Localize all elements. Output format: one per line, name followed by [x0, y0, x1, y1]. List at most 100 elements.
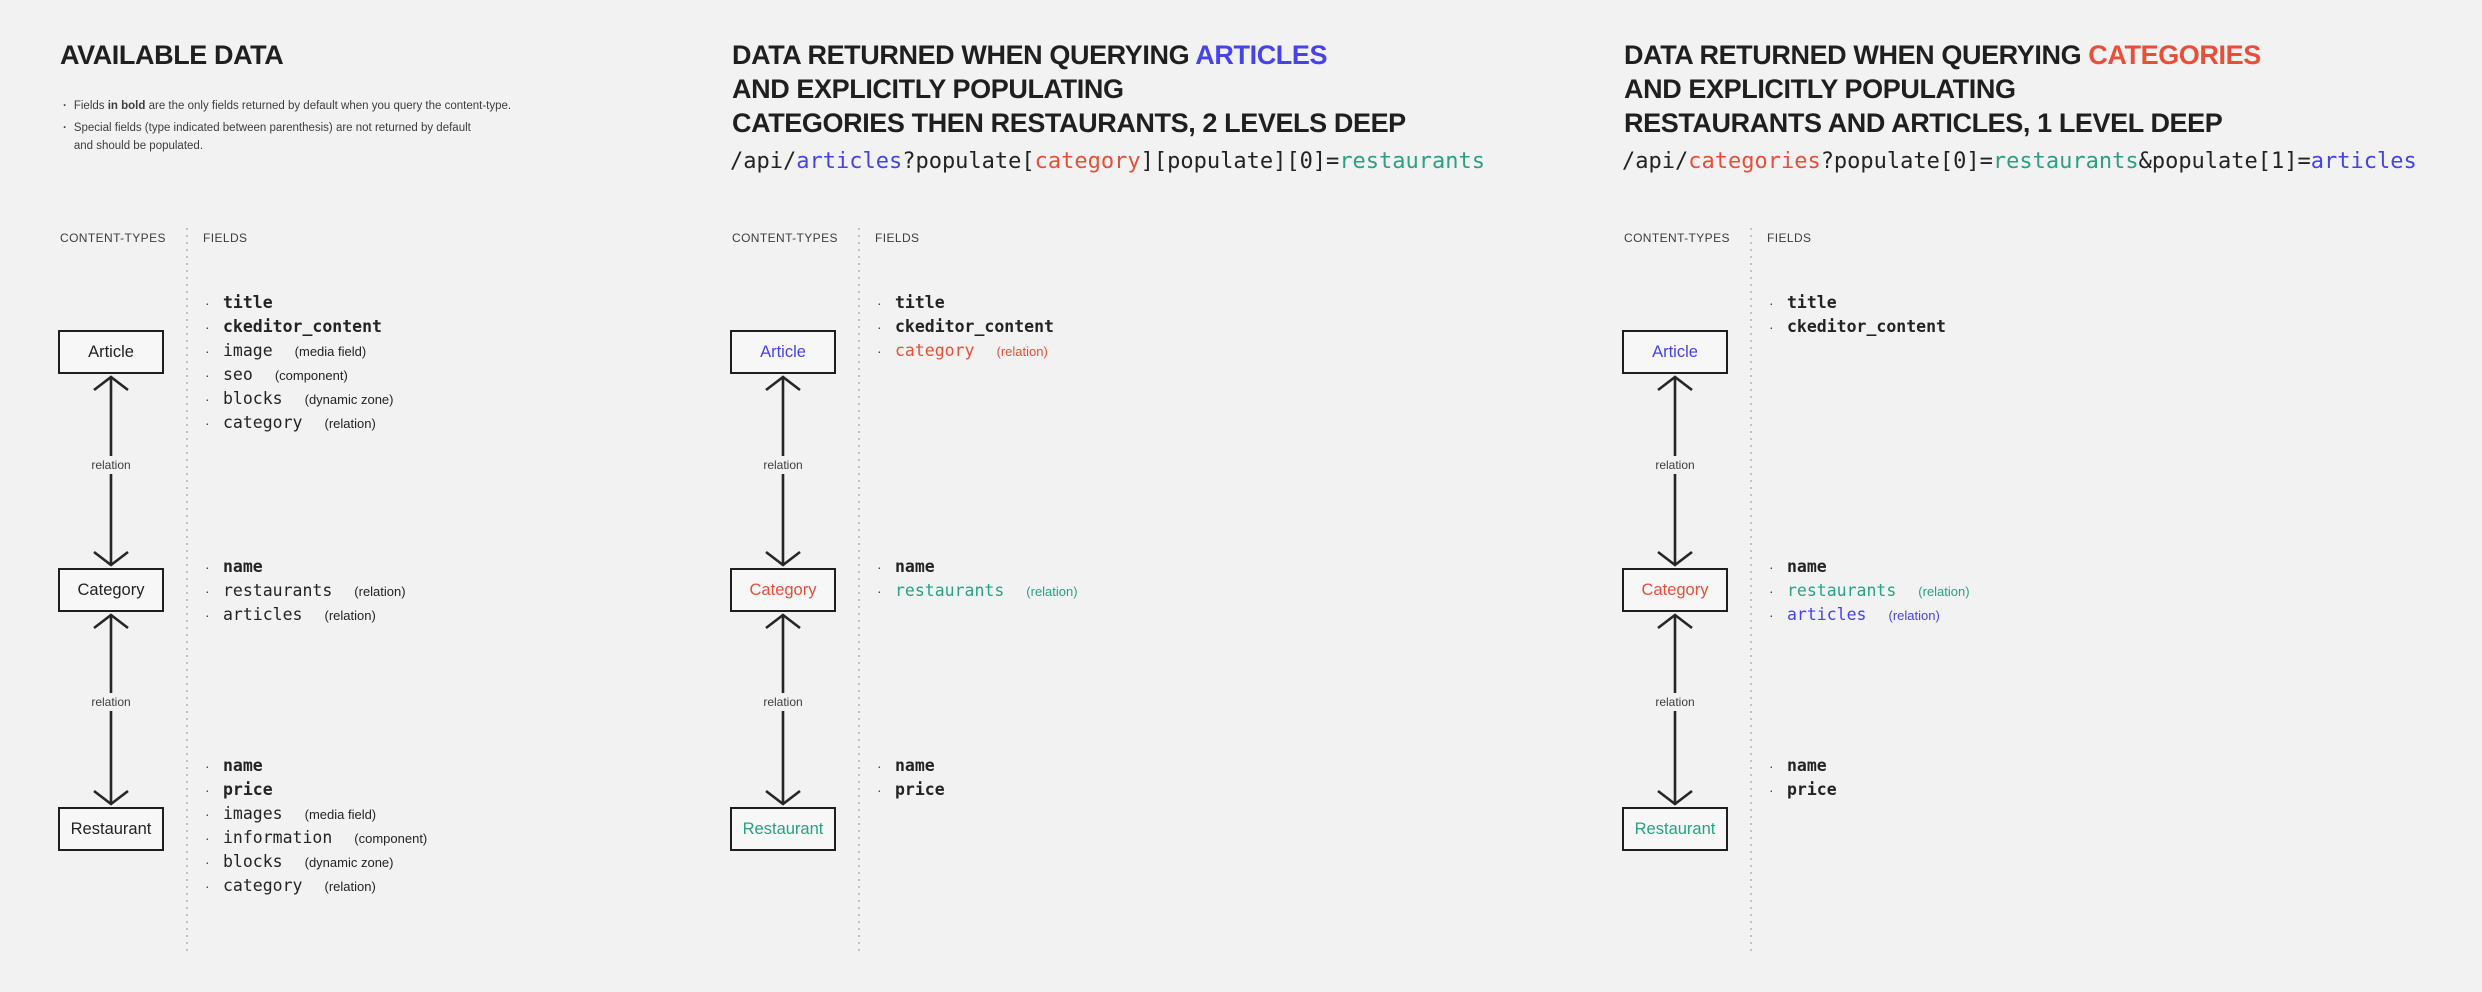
heading-text: AND EXPLICITLY POPULATING — [732, 74, 1124, 104]
content-type-name: Restaurant — [1634, 819, 1716, 838]
note-segment: Fields — [73, 100, 108, 112]
bullet-icon — [63, 119, 67, 155]
field-name: blocks — [223, 852, 283, 871]
field-item: restaurants(relation) — [1769, 579, 1970, 603]
arrowhead-up-icon — [765, 613, 801, 630]
field-name: restaurants — [1787, 581, 1897, 600]
heading-text: CATEGORIES THEN RESTAURANTS, 2 LEVELS DE… — [732, 108, 1406, 138]
content-type-box: Restaurant — [58, 807, 164, 851]
field-name: restaurants — [223, 581, 333, 600]
bullet-icon — [1769, 555, 1778, 579]
field-item: blocks(dynamic zone) — [205, 850, 427, 874]
bullet-icon — [205, 387, 214, 411]
content-type-name: Article — [760, 342, 806, 361]
panel-3: DATA RETURNED WHEN QUERYING CATEGORIES AN… — [1622, 0, 2417, 992]
field-name: ckeditor_content — [223, 317, 382, 336]
field-item: information (component) — [205, 826, 427, 850]
api-url-segment: /api/ — [730, 149, 797, 174]
content-type-name: Restaurant — [70, 819, 152, 838]
arrowhead-down-icon — [765, 789, 801, 806]
bullet-icon — [877, 754, 886, 778]
arrowhead-down-icon — [1657, 550, 1693, 567]
field-name: ckeditor_content — [1787, 317, 1946, 336]
field-name: title — [1787, 293, 1837, 312]
field-type: (relation) — [324, 416, 376, 431]
bullet-icon — [1769, 603, 1778, 627]
heading-text: CATEGORIES — [2088, 40, 2261, 70]
field-item: image(media field) — [205, 339, 393, 363]
relation-label: relation — [1650, 693, 1700, 711]
field-item: images (media field) — [205, 802, 427, 826]
field-name: restaurants — [895, 581, 1005, 600]
field-item: restaurants (relation) — [205, 579, 406, 603]
api-url-segment: &populate[1]= — [2138, 149, 2311, 174]
panel-heading: DATA RETURNED WHEN QUERYING CATEGORIES AN… — [1624, 38, 2261, 140]
field-item: name — [1769, 555, 1970, 579]
content-type-box: Category — [58, 568, 164, 612]
field-item: articles(relation) — [205, 603, 406, 627]
api-url-segment: categories — [1688, 149, 1821, 174]
bullet-icon — [205, 826, 214, 850]
heading-line: AND EXPLICITLY POPULATING — [1624, 72, 2261, 106]
field-name: name — [895, 756, 935, 775]
field-name: category — [223, 413, 303, 432]
bullet-icon — [1769, 754, 1778, 778]
field-type: (media field) — [304, 807, 377, 822]
field-type: (relation) — [324, 879, 376, 894]
note-text: Fields in bold are the only fields retur… — [74, 97, 511, 115]
relation-label: relation — [1650, 456, 1700, 474]
field-name: price — [895, 780, 945, 799]
relation-label: relation — [86, 456, 136, 474]
field-name: images — [223, 804, 283, 823]
bullet-icon — [205, 411, 214, 435]
field-item: name — [877, 555, 1078, 579]
heading-text: DATA RETURNED WHEN QUERYING — [1624, 40, 2089, 70]
column-divider — [186, 228, 188, 956]
content-type-box: Article — [58, 330, 164, 374]
arrowhead-up-icon — [93, 613, 129, 630]
field-type: (component) — [354, 831, 428, 846]
content-types-label: CONTENT-TYPES — [732, 231, 838, 245]
content-type-box: Article — [730, 330, 836, 374]
content-type-name: Category — [77, 580, 145, 599]
field-name: name — [223, 756, 263, 775]
api-url-segment: articles — [2310, 149, 2417, 174]
heading-text: AVAILABLE DATA — [60, 40, 284, 70]
note-segment: Special fields (type indicated between p… — [73, 122, 471, 152]
arrowhead-up-icon — [1657, 613, 1693, 630]
field-item: category(relation) — [877, 339, 1054, 363]
column-divider — [1750, 228, 1752, 956]
heading-text: AND EXPLICITLY POPULATING — [1624, 74, 2016, 104]
field-item: category(relation) — [205, 874, 427, 898]
field-item: ckeditor_content — [877, 315, 1054, 339]
bullet-icon — [877, 339, 886, 363]
field-name: category — [895, 341, 975, 360]
bullet-icon — [205, 555, 214, 579]
field-item: title — [1769, 291, 1946, 315]
bullet-icon — [205, 778, 214, 802]
bullet-icon — [205, 339, 214, 363]
field-item: seo(component) — [205, 363, 393, 387]
field-type: (dynamic zone) — [304, 392, 394, 407]
field-type: (relation) — [354, 584, 406, 599]
content-type-name: Category — [749, 580, 817, 599]
field-list: namerestaurants(relation)articles(relati… — [205, 555, 406, 627]
content-type-name: Restaurant — [742, 819, 824, 838]
arrowhead-down-icon — [93, 550, 129, 567]
legend-notes: Fields in bold are the only fields retur… — [63, 97, 511, 159]
field-name: information — [223, 828, 333, 847]
bullet-icon — [877, 778, 886, 802]
bullet-icon — [205, 754, 214, 778]
bullet-icon — [1769, 315, 1778, 339]
note-segment: are the only fields returned by default … — [145, 100, 512, 112]
api-url-segment: ?populate[ — [902, 149, 1035, 174]
field-item: restaurants(relation) — [877, 579, 1078, 603]
field-type: (relation) — [1888, 608, 1940, 623]
api-url: /api/articles?populate[category][populat… — [730, 149, 1485, 174]
bullet-icon — [205, 291, 214, 315]
bullet-icon — [1769, 291, 1778, 315]
field-type: (relation) — [324, 608, 376, 623]
field-name: price — [223, 780, 273, 799]
